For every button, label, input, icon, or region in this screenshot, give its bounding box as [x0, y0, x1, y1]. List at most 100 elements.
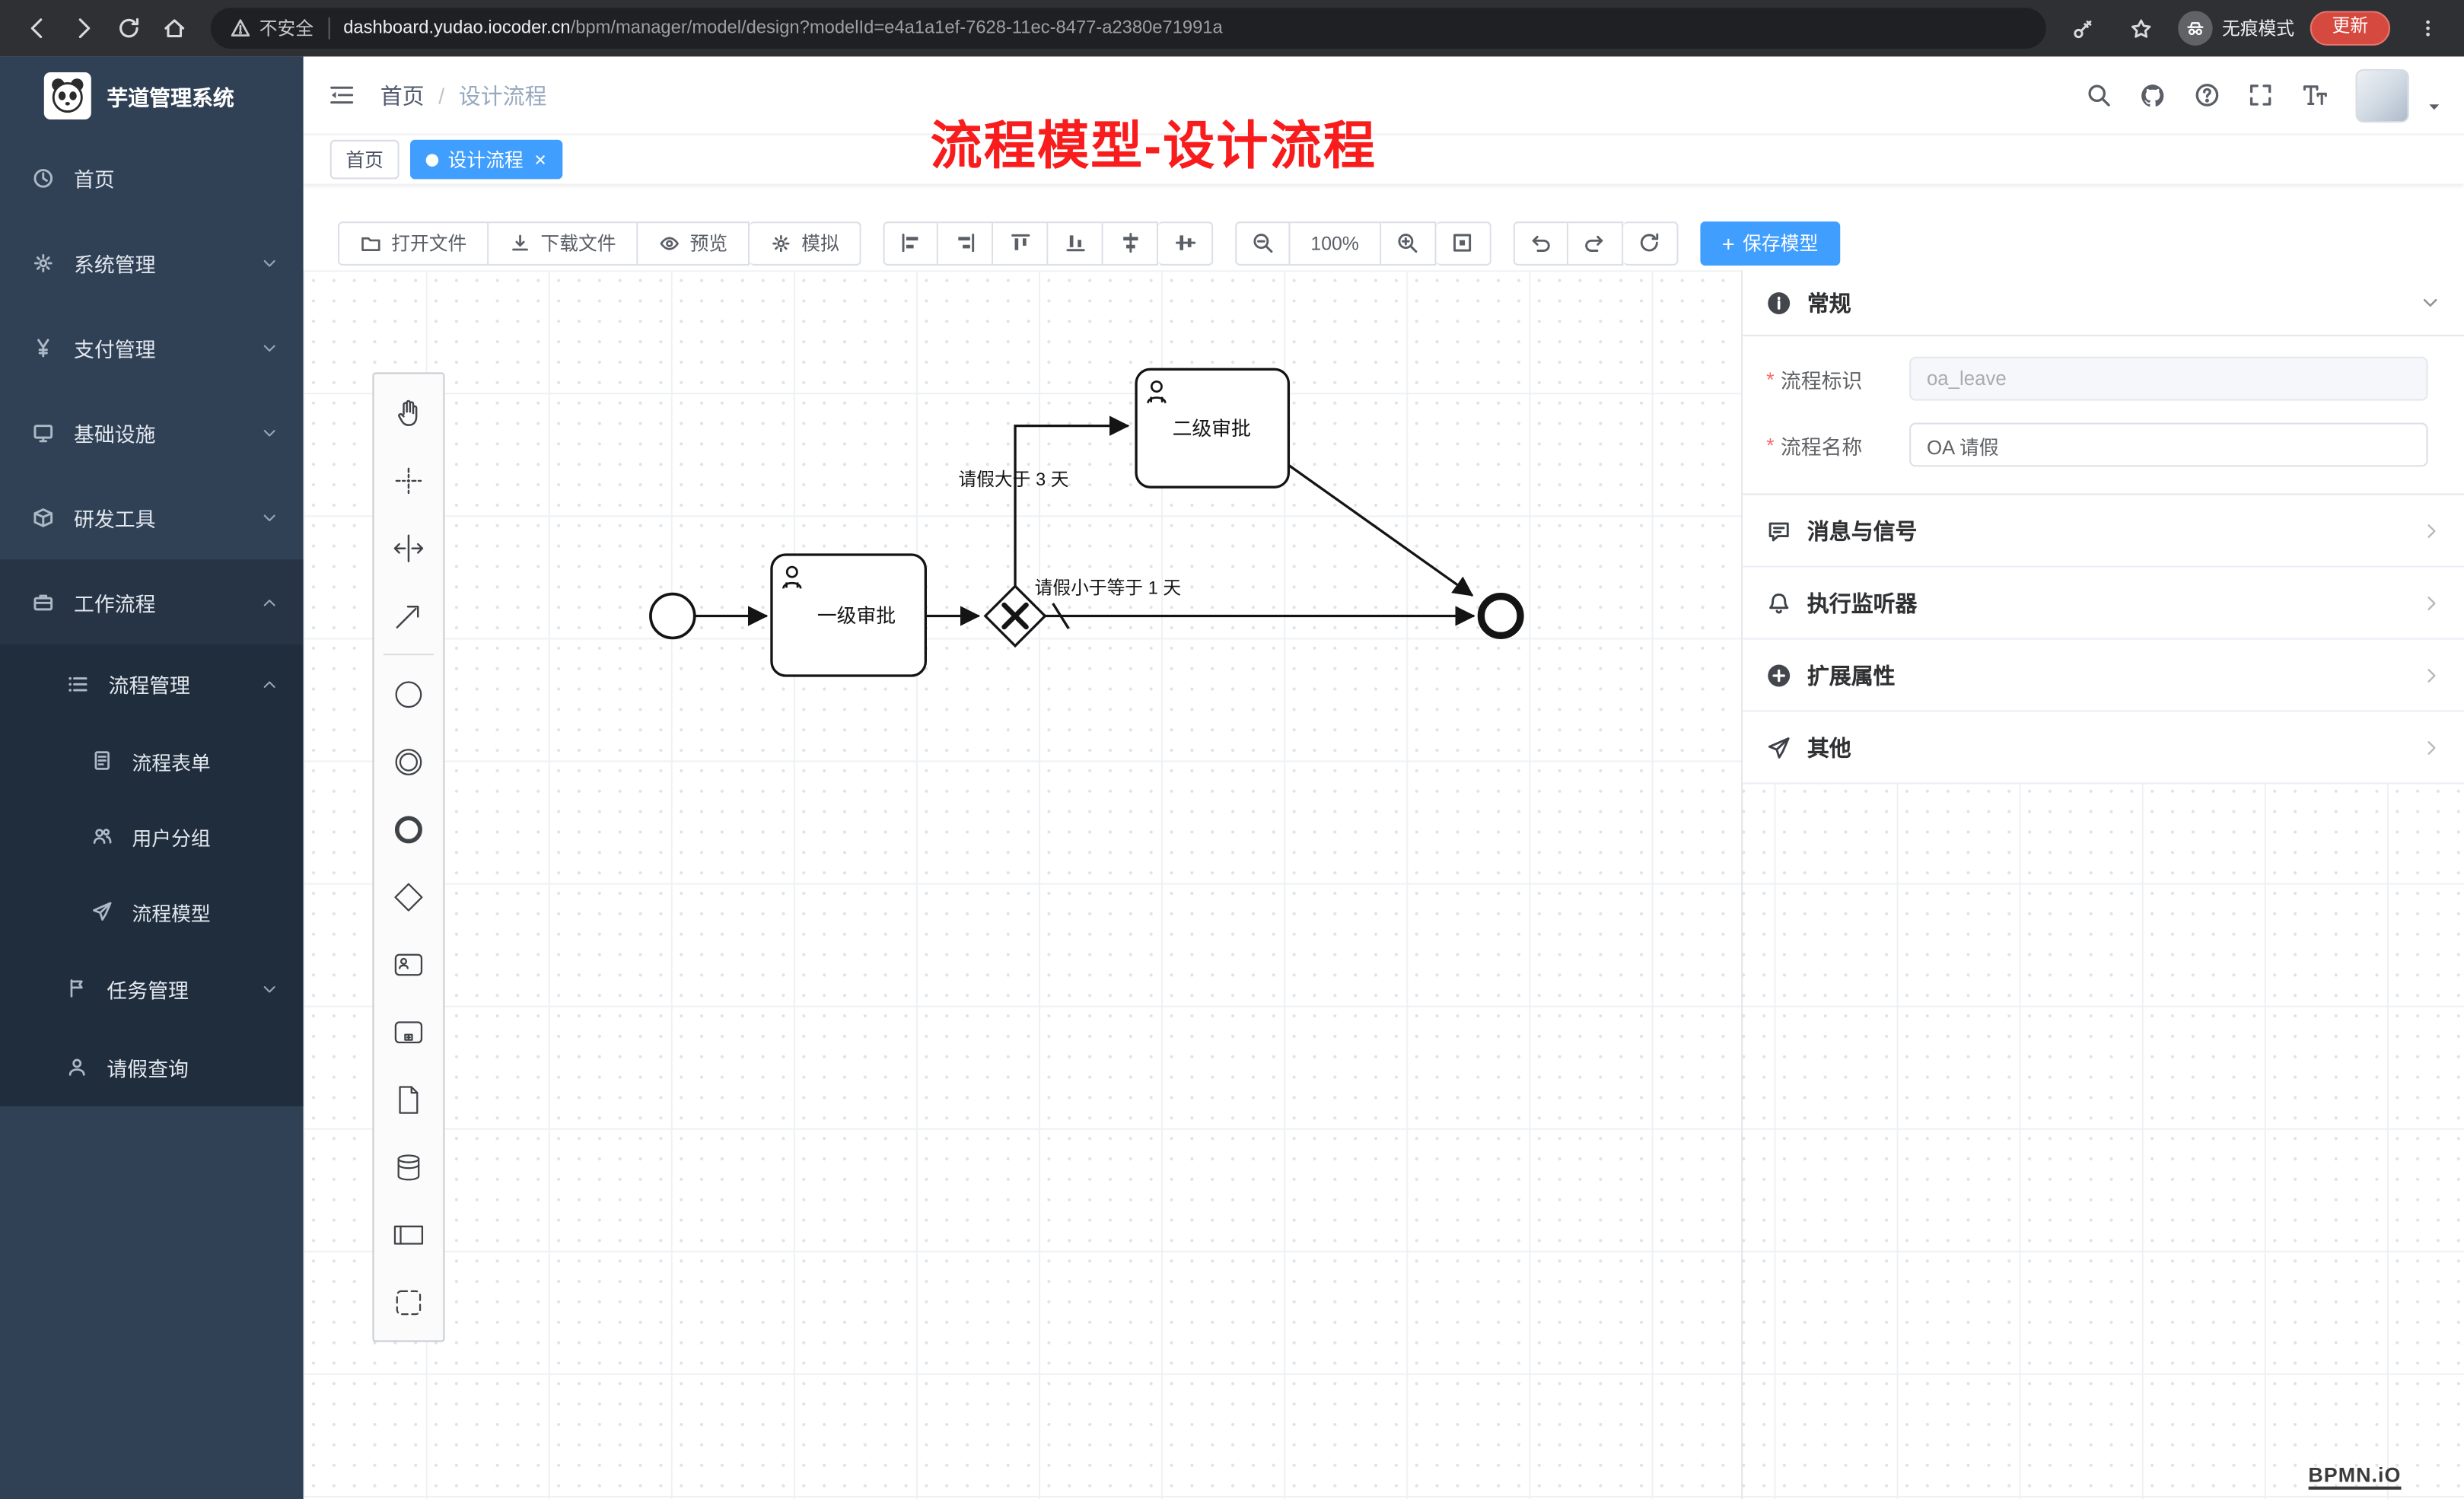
create-data-object[interactable] — [374, 1065, 443, 1133]
global-connect-tool[interactable] — [374, 581, 443, 649]
password-key-button[interactable] — [2061, 7, 2104, 49]
browser-home-button[interactable] — [152, 7, 195, 49]
github-link[interactable] — [2139, 81, 2167, 109]
align-left-button[interactable] — [883, 221, 938, 265]
avatar-caret-icon[interactable] — [2427, 98, 2443, 114]
restart-button[interactable] — [1622, 221, 1679, 265]
align-right-button[interactable] — [938, 221, 994, 265]
chevron-right-icon — [2421, 738, 2440, 757]
align-bottom-icon — [1065, 235, 1084, 252]
gear-icon — [772, 234, 790, 252]
section-other[interactable]: 其他 — [1743, 711, 2464, 785]
flow-gateway-to-end[interactable]: 请假小于等于 1 天 — [1035, 578, 1476, 629]
breadcrumb: 首页 / 设计流程 — [380, 79, 547, 110]
create-intermediate-event[interactable] — [374, 727, 443, 795]
sidebar-item-infra[interactable]: 基础设施 — [0, 390, 304, 475]
process-key-input[interactable] — [1909, 356, 2428, 401]
sidebar-item-user-group[interactable]: 用户分组 — [0, 798, 304, 874]
sidebar-item-payment[interactable]: 支付管理 — [0, 305, 304, 390]
bpmn-canvas[interactable]: 一级审批 请假大于 3 天 二级审批 — [303, 270, 2464, 1499]
browser-forward-button[interactable] — [62, 7, 104, 49]
download-file-button[interactable]: 下载文件 — [489, 221, 638, 265]
sidebar-item-system[interactable]: 系统管理 — [0, 220, 304, 305]
browser-update-button[interactable]: 更新 — [2310, 11, 2391, 46]
bookmark-star-button[interactable] — [2120, 7, 2163, 49]
back-icon — [30, 18, 42, 39]
sidebar-item-home[interactable]: 首页 — [0, 135, 304, 221]
flow-gateway-to-task2[interactable]: 请假大于 3 天 — [958, 415, 1130, 587]
section-execution-listeners[interactable]: 执行监听器 — [1743, 567, 2464, 640]
create-group[interactable] — [374, 1268, 443, 1336]
tag-close-icon[interactable]: × — [534, 148, 546, 172]
align-middle-button[interactable] — [1158, 221, 1214, 265]
gateway-icon — [394, 882, 423, 911]
paper-plane-icon — [91, 900, 113, 922]
zoom-in-button[interactable] — [1380, 221, 1437, 265]
app-logo-row[interactable]: 芋道管理系统 — [0, 56, 304, 135]
fullscreen-button[interactable] — [2247, 81, 2274, 108]
sidebar-item-leave-query[interactable]: 请假查询 — [0, 1028, 304, 1106]
address-bar[interactable]: 不安全 dashboard.yudao.iocoder.cn/bpm/manag… — [210, 8, 2046, 49]
sidebar-item-process-form[interactable]: 流程表单 — [0, 723, 304, 798]
simulate-button[interactable]: 模拟 — [750, 221, 861, 265]
font-size-button[interactable] — [2300, 81, 2329, 108]
redo-button[interactable] — [1568, 221, 1623, 265]
plus-icon: + — [1721, 230, 1735, 256]
align-center-button[interactable] — [1103, 221, 1159, 265]
align-top-button[interactable] — [993, 221, 1049, 265]
zoom-out-icon — [1253, 234, 1273, 253]
sidebar-item-task-mgmt[interactable]: 任务管理 — [0, 949, 304, 1027]
end-event-node[interactable] — [1477, 593, 1524, 639]
create-end-event[interactable] — [374, 795, 443, 863]
key-icon — [2074, 20, 2092, 38]
align-bottom-button[interactable] — [1048, 221, 1103, 265]
browser-reload-button[interactable] — [107, 7, 149, 49]
flow-task2-to-end[interactable] — [1288, 463, 1474, 597]
process-name-input[interactable] — [1909, 422, 2428, 467]
help-button[interactable] — [2194, 81, 2220, 108]
save-model-button[interactable]: + 保存模型 — [1699, 221, 1841, 265]
browser-menu-button[interactable] — [2406, 7, 2449, 49]
user-avatar[interactable] — [2355, 68, 2409, 123]
sidebar-toggle-button[interactable] — [304, 83, 380, 107]
create-data-store[interactable] — [374, 1133, 443, 1201]
open-file-button[interactable]: 打开文件 — [337, 221, 489, 265]
undo-icon — [1532, 235, 1550, 252]
sidebar-item-process-mgmt[interactable]: 流程管理 — [0, 644, 304, 723]
create-start-event[interactable] — [374, 660, 443, 727]
subprocess-icon — [394, 1020, 423, 1043]
zoom-level-button[interactable]: 100% — [1290, 221, 1381, 265]
task1-node[interactable]: 一级审批 — [770, 553, 927, 677]
create-participant[interactable] — [374, 1201, 443, 1268]
create-user-task[interactable] — [374, 931, 443, 998]
section-messages-signals[interactable]: 消息与信号 — [1743, 495, 2464, 568]
zoom-fit-button[interactable] — [1436, 221, 1491, 265]
header-search-button[interactable] — [2085, 81, 2112, 108]
star-icon — [2131, 18, 2151, 37]
incognito-indicator[interactable]: 无痕模式 — [2178, 11, 2294, 46]
preview-button[interactable]: 预览 — [638, 221, 750, 265]
general-section-header[interactable]: 常规 — [1743, 270, 2464, 336]
breadcrumb-home[interactable]: 首页 — [380, 82, 425, 108]
start-event-node[interactable] — [649, 592, 696, 640]
sidebar-item-devtools[interactable]: 研发工具 — [0, 475, 304, 560]
tag-design-process[interactable]: 设计流程 × — [410, 139, 562, 180]
hand-tool[interactable] — [374, 379, 443, 447]
sidebar-item-workflow[interactable]: 工作流程 — [0, 559, 304, 644]
tag-home[interactable]: 首页 — [329, 139, 400, 180]
undo-button[interactable] — [1513, 221, 1568, 265]
exclusive-gateway-node[interactable] — [983, 584, 1047, 648]
create-subprocess[interactable] — [374, 998, 443, 1065]
bell-icon — [1766, 590, 1791, 615]
task2-node[interactable]: 二级审批 — [1135, 368, 1291, 489]
sidebar-item-process-model[interactable]: 流程模型 — [0, 874, 304, 949]
create-exclusive-gateway[interactable] — [374, 863, 443, 931]
lasso-tool[interactable] — [374, 446, 443, 514]
space-tool[interactable] — [374, 514, 443, 581]
zoom-out-button[interactable] — [1235, 221, 1291, 265]
section-extended-properties[interactable]: 扩展属性 — [1743, 639, 2464, 712]
browser-back-button[interactable] — [16, 7, 59, 49]
app-title: 芋道管理系统 — [107, 86, 234, 110]
security-indicator[interactable]: 不安全 — [230, 16, 314, 41]
bpmn-io-logo[interactable]: BPMN.iO — [2308, 1463, 2402, 1490]
